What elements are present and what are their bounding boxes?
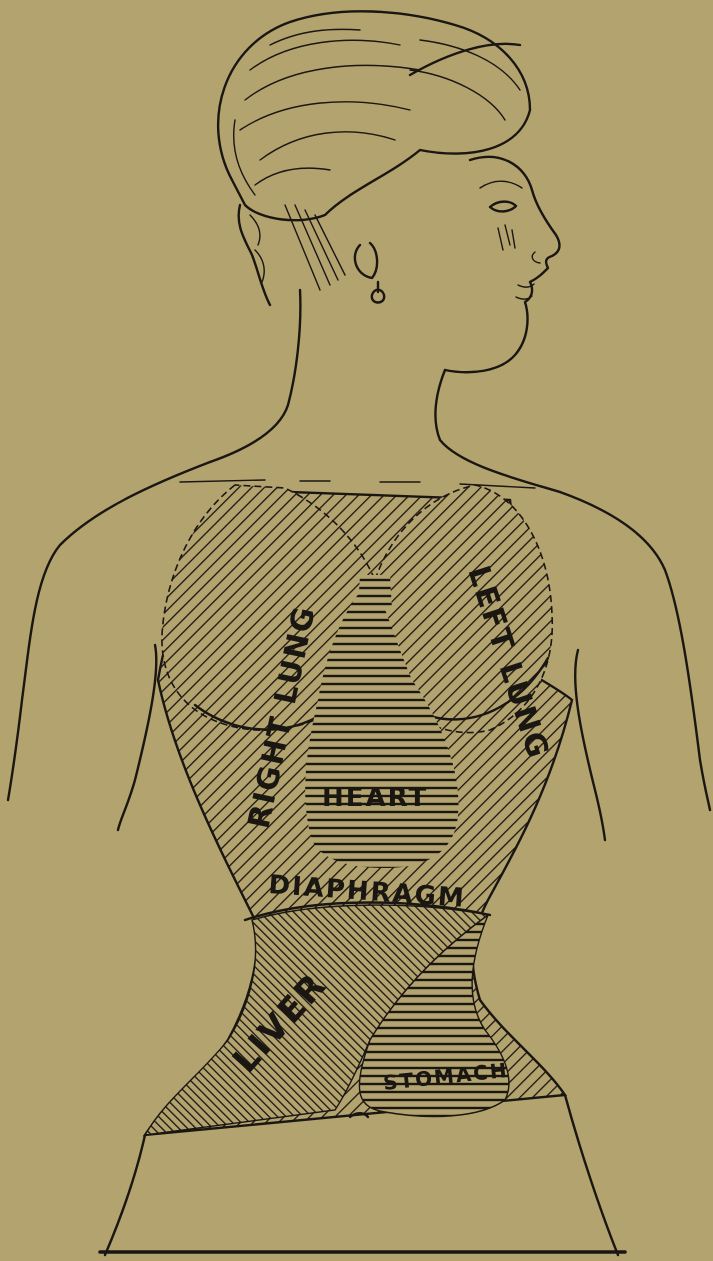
head [218, 11, 559, 372]
right-inner-arm [118, 645, 156, 830]
eyebrow [480, 181, 522, 188]
hair-strands [234, 29, 520, 195]
hair-band [410, 44, 520, 75]
neck-back [210, 290, 300, 462]
earring [372, 282, 384, 303]
left-shoulder-arm [560, 492, 710, 810]
lower-body-left [565, 1095, 618, 1255]
ear [355, 243, 377, 278]
heart-label: HEART [322, 783, 428, 813]
nostril [532, 252, 540, 263]
eye [490, 202, 516, 212]
left-inner-arm [575, 650, 605, 840]
cheek-hatching [498, 225, 515, 250]
lower-body-right [105, 1135, 145, 1255]
neck-front [435, 370, 560, 492]
hair [218, 11, 530, 220]
mediastinum [358, 575, 392, 610]
face-profile [445, 157, 559, 372]
